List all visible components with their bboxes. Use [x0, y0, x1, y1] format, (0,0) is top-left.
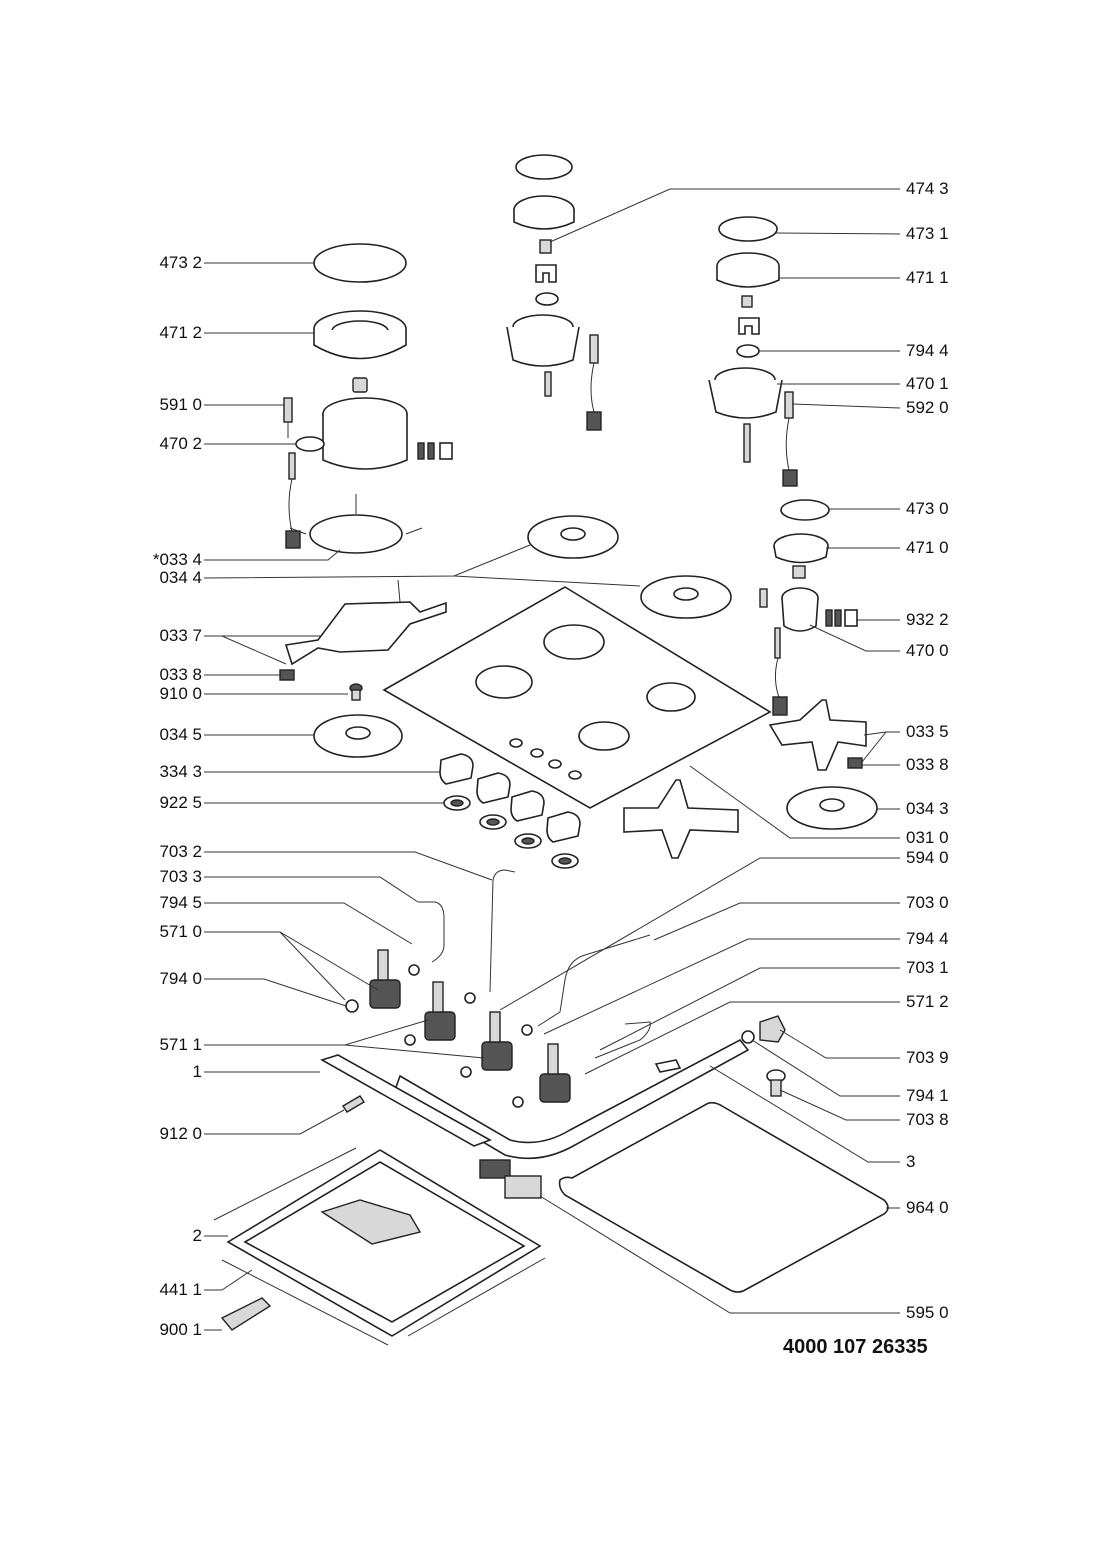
- burner-cap-small-right: [718, 216, 778, 242]
- part-label-594-0: 594 0: [906, 848, 949, 867]
- part-label-794-4-bottom: 794 4: [906, 929, 949, 948]
- front-crossbar: [319, 1054, 492, 1147]
- part-label-592-0: 592 0: [906, 398, 949, 417]
- ignition-module: [479, 1159, 542, 1199]
- burner-body-medium-top: [506, 292, 602, 431]
- burner-body-large: [295, 377, 453, 470]
- part-label-034-5: 034 5: [159, 725, 202, 744]
- burner-crown-large: [313, 310, 407, 360]
- pan-support-double: [284, 579, 447, 666]
- burner-cap-large: [313, 243, 407, 283]
- ignition-lead-left: [285, 452, 301, 549]
- part-label-033-5: 033 5: [906, 722, 949, 741]
- part-label-910-0: 910 0: [159, 684, 202, 703]
- rubber-foot-right: [847, 757, 863, 769]
- burner-base-plate-top: [527, 515, 619, 559]
- control-knobs: [439, 753, 581, 843]
- part-label-034-4: 034 4: [159, 568, 202, 587]
- gas-valves: [369, 949, 571, 1103]
- part-label-334-3: 334 3: [159, 762, 202, 781]
- part-label-794-4-top: 794 4: [906, 341, 949, 360]
- part-label-471-2: 471 2: [159, 323, 202, 342]
- part-label-703-0: 703 0: [906, 893, 949, 912]
- burner-body-small-right: [708, 367, 798, 487]
- part-label-900-1: 900 1: [159, 1320, 202, 1339]
- part-label-571-2: 571 2: [906, 992, 949, 1011]
- part-label-3: 3: [906, 1152, 916, 1171]
- gas-inlet: [654, 1015, 786, 1097]
- injector-nozzle: [539, 239, 552, 254]
- part-label-964-0: 964 0: [906, 1198, 949, 1217]
- part-label-470-2: 470 2: [159, 434, 202, 453]
- part-label-794-1: 794 1: [906, 1086, 949, 1105]
- part-label-2: 2: [192, 1226, 202, 1245]
- screw-910: [349, 683, 363, 701]
- part-label-471-0: 471 0: [906, 538, 949, 557]
- part-label-473-2: 473 2: [159, 253, 202, 272]
- burner-crown-aux: [773, 533, 829, 564]
- part-label-474-3: 474 3: [906, 179, 949, 198]
- burner-base-plate-bottom-right: [786, 786, 878, 830]
- part-label-471-1: 471 1: [906, 268, 949, 287]
- part-label-571-1: 571 1: [159, 1035, 202, 1054]
- burner-body-aux: [759, 565, 858, 716]
- burner-cap-medium-top: [515, 154, 573, 180]
- part-label-703-8: 703 8: [906, 1110, 949, 1129]
- screw-912: [342, 1095, 365, 1113]
- part-label-794-5: 794 5: [159, 893, 202, 912]
- part-label-1: 1: [192, 1062, 202, 1081]
- rubber-foot-left: [279, 669, 295, 681]
- part-label-703-3: 703 3: [159, 867, 202, 886]
- part-label-912-0: 912 0: [159, 1124, 202, 1143]
- clip-middle: [535, 264, 557, 283]
- part-label-703-9: 703 9: [906, 1048, 949, 1067]
- part-label-031-0: 031 0: [906, 828, 949, 847]
- burner-crown-medium-top: [513, 195, 575, 230]
- mounting-clip: [220, 1297, 272, 1331]
- part-label-571-0: 571 0: [159, 922, 202, 941]
- pan-support-single-bottom: [623, 779, 739, 859]
- part-label-473-0: 473 0: [906, 499, 949, 518]
- burner-cap-aux: [780, 499, 830, 521]
- part-label-703-1: 703 1: [906, 958, 949, 977]
- thermocouple-left: [283, 397, 293, 438]
- knob-rings: [443, 795, 579, 869]
- burner-crown-small-right: [716, 252, 780, 288]
- part-label-794-0: 794 0: [159, 969, 202, 988]
- valve-seals: [345, 964, 533, 1108]
- gas-pipes: [394, 869, 750, 1160]
- cooktop-plate: [382, 586, 772, 809]
- part-label-703-2: 703 2: [159, 842, 202, 861]
- part-label-441-1: 441 1: [159, 1280, 202, 1299]
- part-label-470-0: 470 0: [906, 641, 949, 660]
- pan-support-single-right: [768, 699, 867, 771]
- tray-seals: [213, 1147, 546, 1346]
- document-number: 4000 107 26335: [783, 1336, 928, 1358]
- part-label-033-4-star: *033 4: [152, 550, 202, 569]
- part-label-033-7: 033 7: [159, 626, 202, 645]
- part-label-473-1: 473 1: [906, 224, 949, 243]
- burner-base-plate-right: [640, 575, 732, 619]
- clip-right: [736, 295, 760, 358]
- burner-base-plate-left: [313, 714, 403, 758]
- part-label-033-8-left: 033 8: [159, 665, 202, 684]
- part-label-470-1: 470 1: [906, 374, 949, 393]
- part-label-591-0: 591 0: [159, 395, 202, 414]
- bottom-tray: [226, 1149, 542, 1337]
- gasket-964: [558, 1101, 889, 1293]
- part-label-595-0: 595 0: [906, 1303, 949, 1322]
- wok-ring: [289, 494, 423, 554]
- part-label-033-8-right: 033 8: [906, 755, 949, 774]
- part-label-034-3: 034 3: [906, 799, 949, 818]
- part-label-932-2: 932 2: [906, 610, 949, 629]
- leader-lines: [203, 188, 901, 1331]
- part-label-922-5: 922 5: [159, 793, 202, 812]
